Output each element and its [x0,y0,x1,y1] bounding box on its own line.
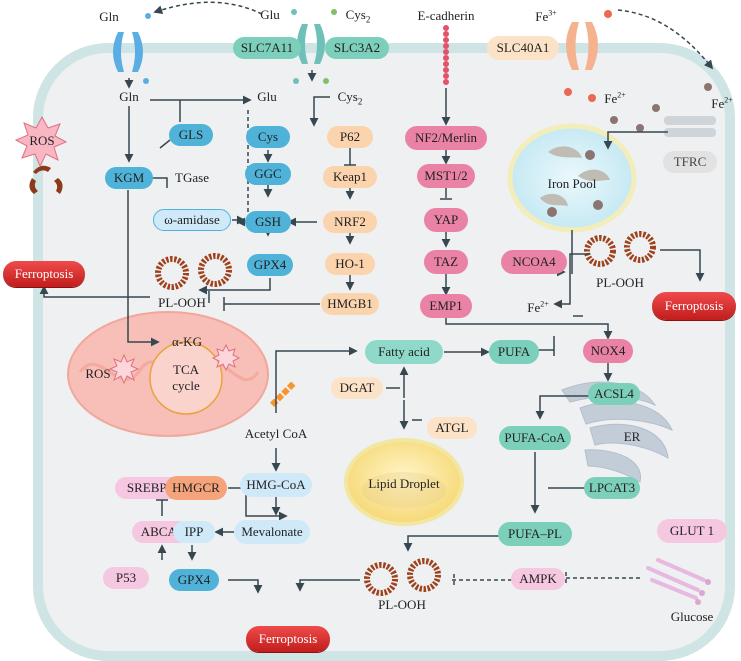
gln-transporter-shape [113,32,143,72]
ggc-node: GGC [245,163,291,185]
mevalonate-node: Mevalonate [234,520,310,544]
pufa-coa-node: PUFA-CoA [499,426,571,450]
slc40a1-node: SLC40A1 [487,36,559,60]
ncoa4-node: NCOA4 [501,250,567,274]
slc40a1-transporter-shape [566,22,598,70]
hmgb1-node: HMGB1 [321,293,379,315]
fe2-inside-pool: Fe2+ [527,299,549,315]
ecadherin-label: E-cadherin [417,8,475,23]
yap-node: YAP [424,208,468,232]
ipp-node: IPP [173,521,215,543]
molecule-dots [143,9,712,132]
ros-label-mito: ROS [85,366,111,381]
p53-node: P53 [103,567,149,589]
mst12-node: MST1/2 [417,164,475,188]
fatty-acid-node: Fatty acid [365,340,443,364]
glu-outside: Glu [260,7,280,22]
slc-transporter-shape [297,24,325,64]
gls-node: GLS [169,124,213,146]
glucose-label: Glucose [670,609,714,624]
tfrc-node: TFRC [663,151,717,173]
akg-label: α-KG [172,334,202,349]
ferroptosis-left: Ferroptosis [3,261,85,287]
hmgcr-node: HMGCR [165,476,227,500]
acetyl-coa-label: Acetyl CoA [244,426,308,441]
fe2-inside-top: Fe2+ [604,90,626,106]
ros-burst [14,115,68,168]
atgl-node: ATGL [427,417,477,439]
pl-ooh-right: PL-OOH [596,275,644,290]
p62-node: P62 [327,126,373,148]
kgm-node: KGM [105,167,153,189]
er-label: ER [623,429,641,444]
cys2-inside: Cys2 [337,89,363,107]
gln-inside: Gln [119,89,139,104]
cys2-outside: Cys2 [345,7,371,25]
omega-amidase-node: ω-amidase [153,209,231,231]
keap1-node: Keap1 [323,166,377,188]
tca-label-1: TCA [173,362,199,377]
ferroptosis-right: Ferroptosis [652,292,736,320]
ros-label-left: ROS [29,133,55,148]
gsh-node: GSH [245,211,291,233]
lipid-fragments [29,165,63,194]
tca-label-2: cycle [172,378,200,393]
cys-node: Cys [246,126,290,148]
taz-node: TAZ [424,250,468,274]
pufa-pl-node: PUFA–PL [498,522,572,546]
fe2-outside-right: Fe2+ [711,95,733,111]
ampk-node: AMPK [511,568,565,590]
tfrc-receptor-shape [664,116,716,137]
dgat-node: DGAT [331,377,383,399]
pl-ooh-bottom: PL-OOH [378,597,426,612]
hmg-coa-node: HMG-CoA [240,473,312,497]
ecadherin-chain [443,25,449,85]
fe3-outside: Fe3+ [535,8,557,24]
ho1-node: HO-1 [325,253,375,275]
slc7a11-node: SLC7A11 [233,37,301,59]
gpx4-node-bottom: GPX4 [169,569,219,591]
pl-ooh-top: PL-OOH [158,295,206,310]
lpcat3-node: LPCAT3 [584,477,640,499]
glu-inside: Glu [257,89,277,104]
pufa-node: PUFA [489,340,539,364]
gln-outside: Gln [99,9,119,24]
lipid-droplet-shape [344,438,464,526]
acsl4-node: ACSL4 [588,383,640,405]
pl-ooh-rings [155,231,656,596]
lipid-droplet-label: Lipid Droplet [368,476,440,491]
tgase-label: TGase [175,170,209,185]
gpx4-node-top: GPX4 [247,254,293,276]
glut1-node: GLUT 1 [657,519,727,543]
nrf2-node: NRF2 [323,211,377,233]
glucose-channel [646,558,706,600]
iron-pool-label: Iron Pool [547,176,597,191]
nox4-node: NOX4 [583,339,633,363]
nf2-merlin-node: NF2/Merlin [405,126,487,150]
emp1-node: EMP1 [420,294,472,318]
ferroptosis-bottom: Ferroptosis [246,626,330,652]
slc3a2-node: SLC3A2 [325,37,389,59]
